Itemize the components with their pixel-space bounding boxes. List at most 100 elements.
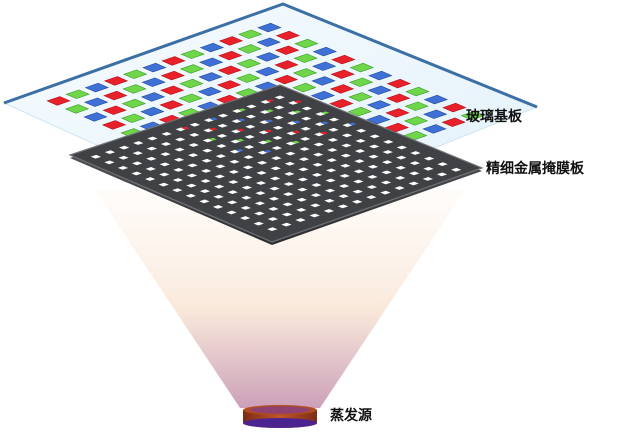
mask-aperture [310,203,321,208]
substrate-pixel [293,53,318,63]
mask-pixel [208,137,217,141]
mask-aperture [241,185,253,190]
mask-aperture [284,161,296,166]
mask-aperture [450,167,462,172]
substrate-pixel [294,38,319,49]
mask-aperture [297,187,308,192]
substrate-pixel [236,73,261,83]
substrate-pixel [349,62,374,73]
mask-aperture [326,158,337,163]
fine-metal-mask [68,84,484,245]
mask-aperture [144,177,156,181]
substrate-pixel [46,96,71,106]
mask-aperture [158,182,169,187]
mask-pixel [348,122,357,126]
mask-aperture [213,184,225,189]
mask-aperture [267,227,278,232]
mask-aperture [337,204,349,209]
mask-pixel [265,119,274,123]
mask-aperture-grid [90,95,462,232]
substrate-pixel [103,90,128,101]
mask-aperture [245,114,257,119]
mask-aperture [254,201,266,206]
mask-aperture [352,189,363,194]
mask-aperture [255,181,267,185]
mask-aperture [283,182,294,186]
substrate-pixel [197,86,222,97]
mask-aperture [299,137,311,141]
substrate-pixel [312,61,337,71]
mask-aperture [310,193,322,198]
mask-aperture [200,179,211,183]
glass-substrate-label: 玻璃基板 [466,109,522,125]
mask-aperture [301,116,312,121]
mask-pixel [292,120,302,124]
mask-aperture [272,136,283,140]
mask-aperture [133,141,144,145]
mask-pixel [321,111,330,115]
mask-aperture [368,154,379,159]
mask-aperture [274,95,285,100]
substrate-pixel [405,86,430,97]
mask-aperture [146,156,157,161]
mask-aperture [229,159,240,164]
mask-aperture [295,208,307,212]
substrate-pixel [159,100,184,110]
mask-aperture [437,162,448,167]
mask-aperture [227,190,238,195]
mask-aperture [284,172,295,176]
mask-pixel [266,99,275,103]
substrate-pixel [84,97,109,107]
substrate-pixel [160,70,185,81]
substrate-pixel [385,108,410,118]
mask-aperture [172,188,183,193]
mask-aperture [312,162,323,167]
mask-aperture [215,164,226,169]
mask-aperture [325,168,337,173]
mask-aperture [159,162,171,167]
mask-aperture [189,133,200,137]
evaporation-source [243,405,317,428]
mask-aperture [117,166,129,170]
mask-pixel [235,148,244,152]
mask-aperture [216,134,228,138]
substrate-pixel [198,72,223,82]
mask-aperture [269,176,281,181]
mask-aperture [217,123,228,128]
mask-aperture [353,179,364,184]
substrate-pixel [217,65,242,75]
mask-aperture [354,159,365,164]
mask-pixel [238,108,247,112]
mask-aperture [215,154,227,159]
substrate-pixel [331,54,356,65]
substrate-pixel [348,92,373,102]
mask-pixel [237,118,246,122]
mask-pixel [292,130,301,134]
mask-aperture [396,155,407,160]
substrate-pixel [178,93,203,103]
mask-aperture [273,105,285,110]
mask-aperture [217,113,229,118]
mask-aperture [226,200,238,205]
mask-aperture [242,175,253,180]
mask-aperture [271,146,283,150]
mask-aperture [244,135,255,139]
substrate-pixel [199,42,224,53]
substrate-pixel [404,101,429,111]
substrate-pixel [329,84,355,94]
mask-aperture [226,210,237,215]
substrate-pixel [386,78,411,89]
substrate-pixel [236,58,261,69]
mask-aperture [270,166,281,171]
mask-aperture [328,127,339,132]
mask-aperture [256,160,268,165]
evaporation-source-label: 蒸发源 [330,408,372,424]
mask-aperture [339,174,350,178]
mask-aperture [228,180,239,184]
mask-aperture [327,138,339,142]
mask-pixel [320,131,329,135]
mask-aperture [325,178,336,183]
mask-aperture [366,195,377,200]
substrate-pixel [180,49,205,59]
mask-aperture [285,151,296,156]
